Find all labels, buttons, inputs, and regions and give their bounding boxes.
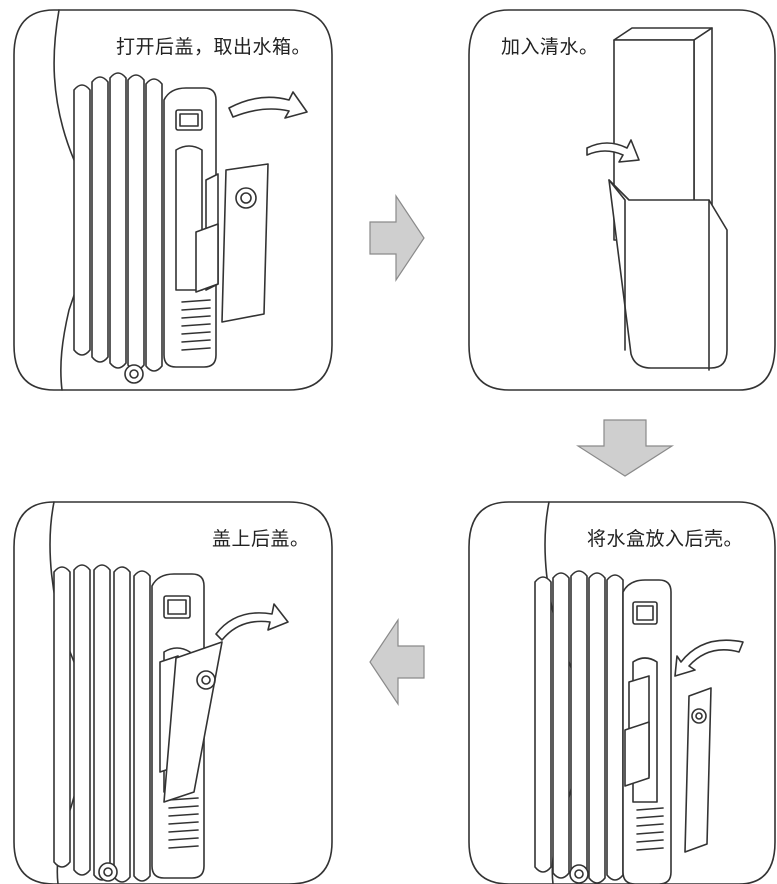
step-2-panel: 加入清水。 [468,9,777,391]
radiator-fins [534,570,624,884]
arrow-left-icon [369,618,425,706]
arrow-down-icon [576,419,675,477]
step-3-illustration [468,501,776,884]
arrow-right-icon [369,194,425,282]
step-3-panel: 将水盒放入后壳。 [468,501,777,884]
radiator-fins [73,72,163,372]
step-4-caption: 盖上后盖。 [212,528,310,550]
step-4-panel: 盖上后盖。 [13,501,334,884]
step-2-caption: 加入清水。 [501,36,599,58]
step-1-caption: 打开后盖，取出水箱。 [116,36,312,58]
step-1-panel: 打开后盖，取出水箱。 [13,9,334,391]
radiator-fins [53,564,151,883]
step-1-illustration [13,9,333,391]
step-2-illustration [468,9,776,391]
step-3-caption: 将水盒放入后壳。 [587,528,744,550]
step-4-illustration [13,501,333,884]
